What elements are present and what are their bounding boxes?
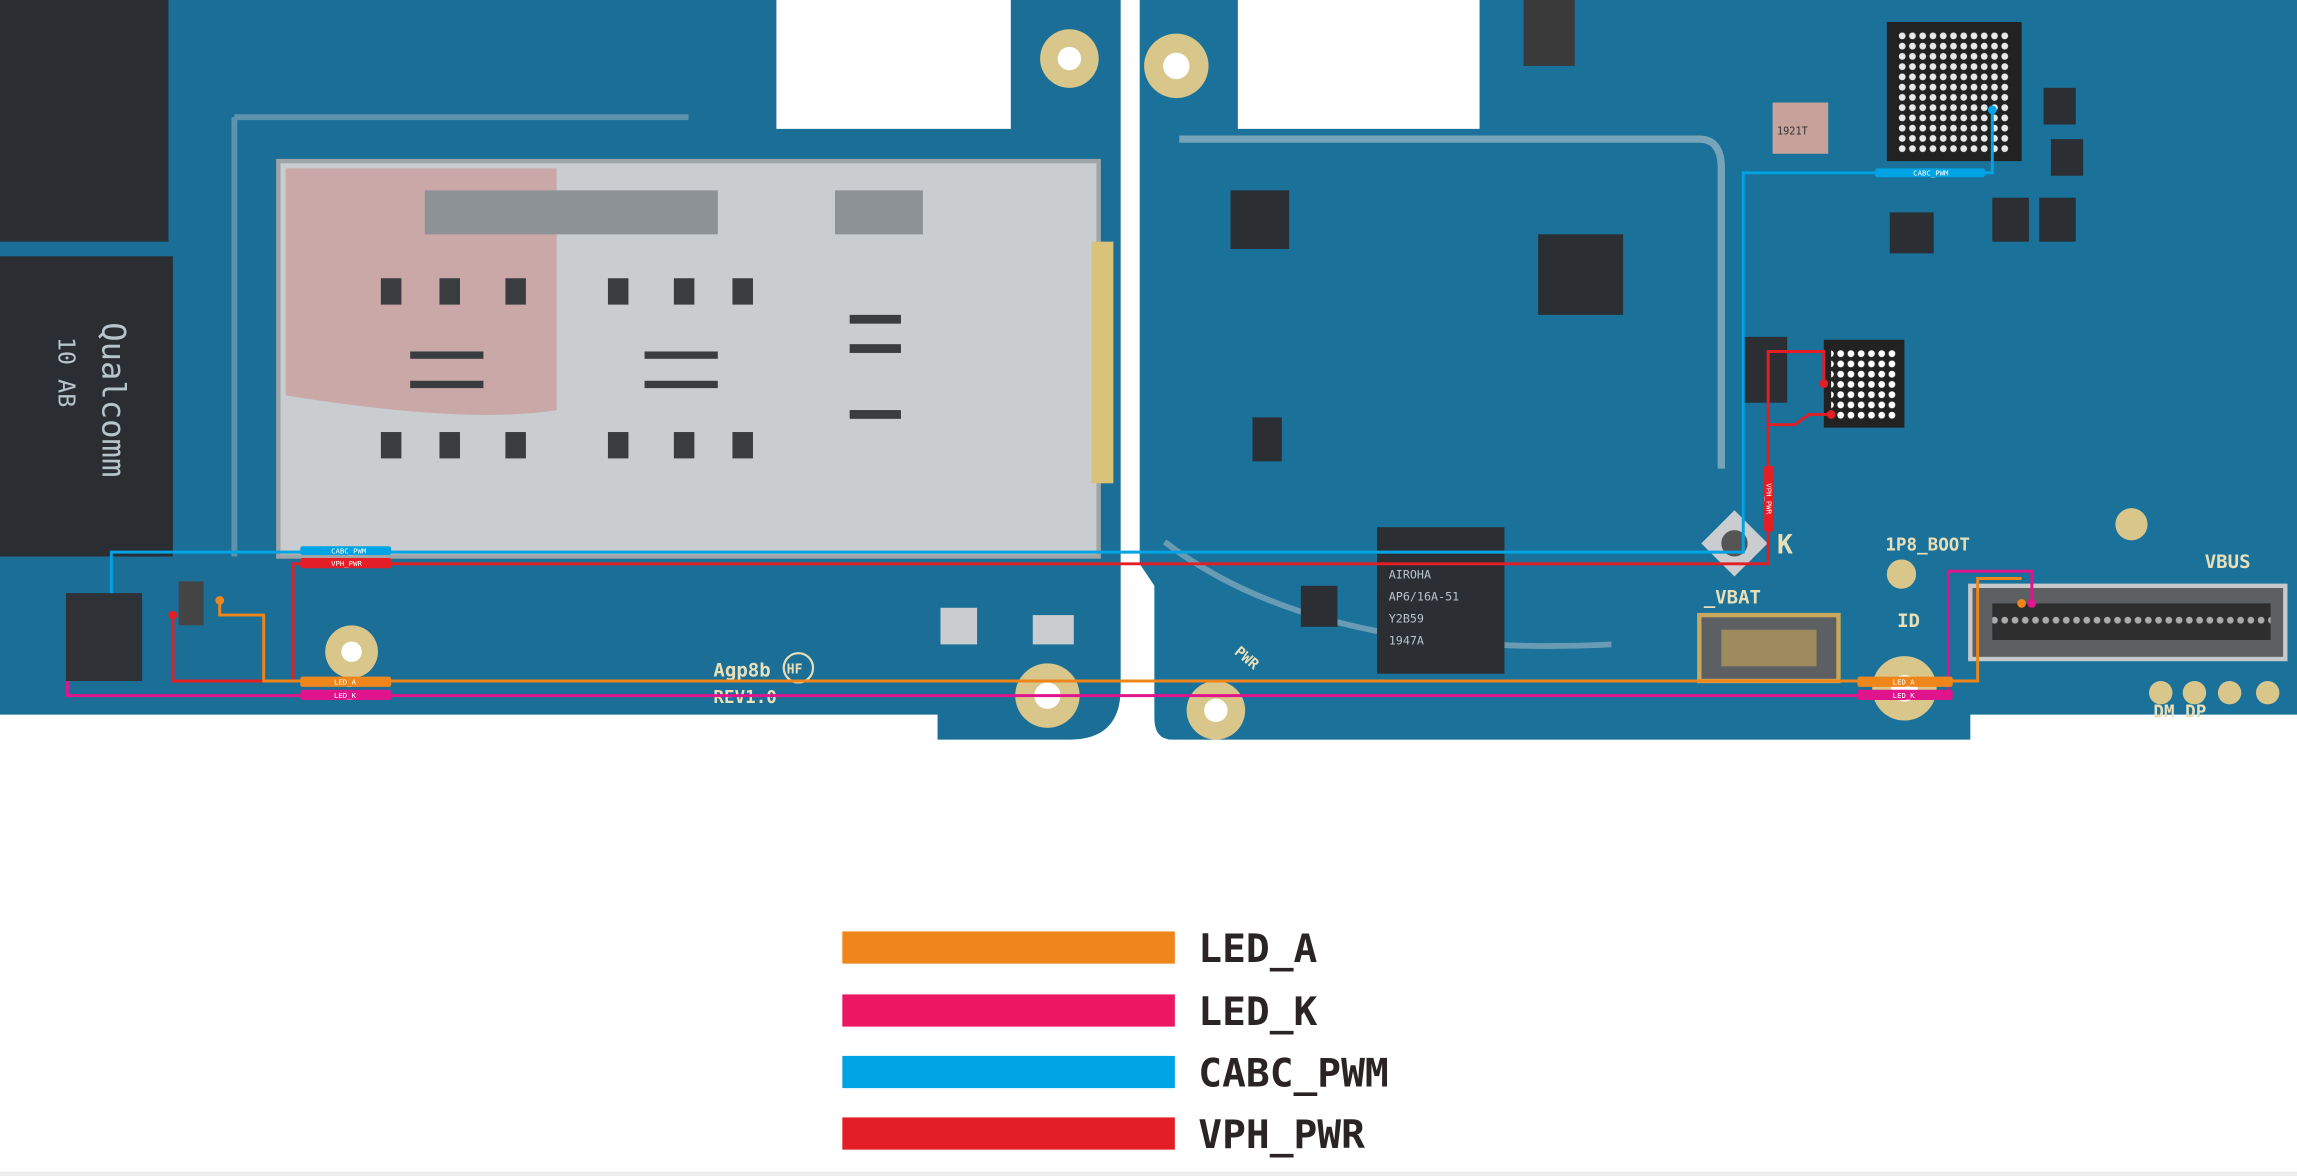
label-vph-left: VPH_PWR: [300, 557, 392, 569]
label-led-k-right: LED_K: [1857, 689, 1953, 701]
label-led-k-left: LED_K: [300, 689, 392, 701]
svg-text:VPH_PWR: VPH_PWR: [1765, 483, 1774, 514]
legend-label-led-a: LED_A: [1198, 926, 1317, 972]
bottom-divider: [0, 1171, 2297, 1176]
silk-hf: HF: [787, 663, 803, 678]
silk-revision: REV1.0: [713, 688, 776, 708]
inductor: [1772, 102, 1829, 154]
label-cabc-right: CABC_PWM: [1875, 168, 1985, 178]
chip-mid: [1538, 234, 1624, 315]
silk-id: ID: [1897, 610, 1920, 632]
svg-text:LED_K: LED_K: [334, 691, 357, 700]
legend-swatch-led-a: [842, 931, 1175, 964]
silk-k: K: [1777, 531, 1793, 561]
svg-text:CABC_PWM: CABC_PWM: [1913, 169, 1949, 178]
trace-vph-pwr-branch: [1768, 412, 1832, 427]
legend-swatch-cabc-pwm: [842, 1055, 1175, 1089]
soc-chip: [0, 256, 173, 557]
legend-swatch-vph-pwr: [842, 1117, 1175, 1150]
svg-text:LED_A: LED_A: [334, 678, 357, 687]
airoha-text-3: Y2B59: [1389, 611, 1424, 625]
legend-swatch-led-k: [842, 994, 1175, 1027]
svg-text:LED_A: LED_A: [1893, 678, 1916, 687]
soc-brand-text: Qualcomm: [95, 322, 133, 477]
label-cabc-left: CABC_PWM: [300, 546, 392, 556]
silk-vbat: _VBAT: [1704, 586, 1761, 608]
silk-vbus: VBUS: [2205, 551, 2251, 573]
legend-label-vph-pwr: VPH_PWR: [1198, 1112, 1365, 1158]
label-led-a-left: LED_A: [300, 676, 392, 687]
legend-label-led-k: LED_K: [1198, 989, 1317, 1035]
label-vph-right: VPH_PWR: [1763, 465, 1775, 532]
airoha-text-4: 1947A: [1389, 633, 1424, 647]
legend: LED_A LED_K CABC_PWM VPH_PWR: [842, 926, 1389, 1158]
silk-dm-dp: DM DP: [2153, 703, 2206, 723]
trace-vph-pwr: [171, 350, 1826, 683]
soc-code-text: 10 AB: [53, 337, 81, 408]
silk-1p8-boot: 1P8_BOOT: [1885, 536, 1970, 556]
svg-text:LED_K: LED_K: [1893, 691, 1916, 700]
memory-chip: [0, 0, 169, 242]
airoha-text-2: AP6/16A-51: [1389, 589, 1459, 603]
chip-small: [1230, 190, 1290, 249]
svg-text:CABC_PWM: CABC_PWM: [331, 547, 367, 556]
inductor-text: 1921T: [1777, 126, 1808, 138]
svg-text:VPH_PWR: VPH_PWR: [331, 559, 362, 568]
silk-board-id: Agp8b: [713, 660, 770, 682]
airoha-text-1: AIROHA: [1389, 567, 1431, 581]
label-led-a-right: LED_A: [1857, 676, 1953, 687]
legend-label-cabc-pwm: CABC_PWM: [1198, 1051, 1388, 1097]
